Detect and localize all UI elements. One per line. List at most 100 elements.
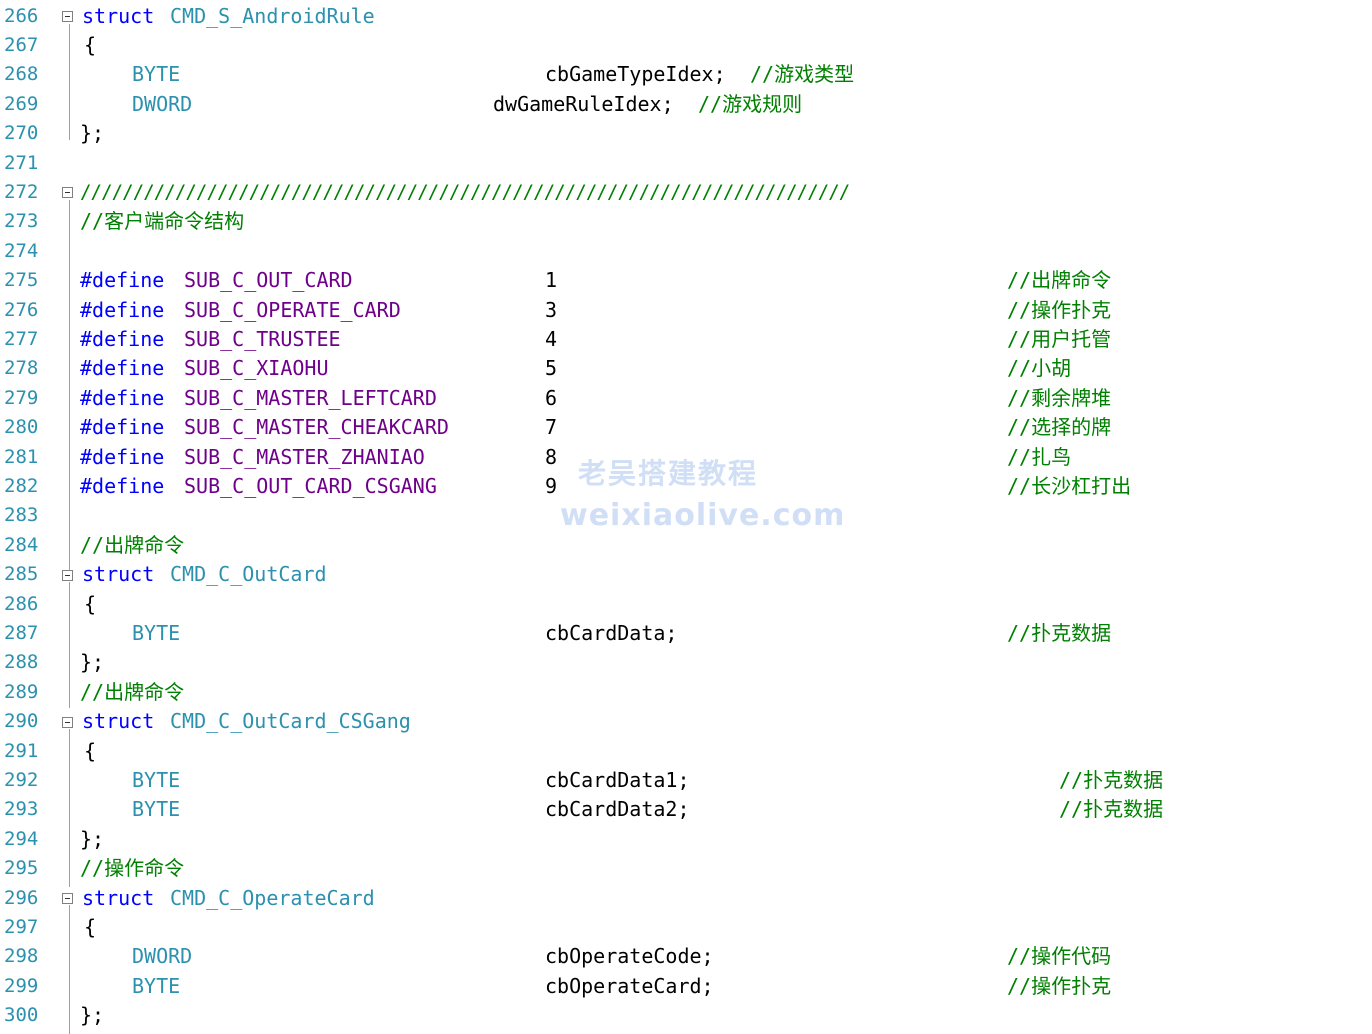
keyword-token: struct (82, 4, 155, 28)
line-number: 300 (4, 1004, 39, 1026)
directive-token: #define (80, 356, 165, 380)
code-comment: //扑克数据 (1059, 797, 1164, 821)
brace-token: }; (80, 827, 105, 851)
code-line[interactable]: #define SUB_C_TRUSTEE 4 //用户托管 (0, 325, 1372, 354)
line-number: 290 (4, 710, 39, 732)
code-line[interactable]: struct CMD_C_OutCard_CSGang (0, 707, 1372, 736)
code-comment: //用户托管 (1007, 327, 1112, 351)
code-line[interactable]: BYTE cbOperateCard; //操作扑克 (0, 972, 1372, 1001)
code-line[interactable]: }; (0, 825, 1372, 854)
macro-name: SUB_C_MASTER_LEFTCARD (184, 386, 437, 410)
macro-value: 9 (545, 474, 558, 498)
struct-name: CMD_C_OutCard_CSGang (170, 709, 411, 733)
type-token: BYTE (132, 62, 181, 86)
code-comment: //游戏类型 (750, 62, 855, 86)
code-line[interactable]: { (0, 590, 1372, 619)
macro-value: 8 (545, 445, 558, 469)
code-line[interactable]: DWORD cbOperateCode; //操作代码 (0, 942, 1372, 971)
line-number: 294 (4, 828, 39, 850)
fold-guide (69, 729, 70, 857)
fold-guide (69, 905, 70, 1034)
code-line[interactable]: //客户端命令结构 (0, 207, 1372, 236)
line-number: 274 (4, 240, 39, 262)
collapse-toggle-icon[interactable] (62, 570, 73, 581)
code-line[interactable]: //出牌命令 (0, 678, 1372, 707)
directive-token: #define (80, 386, 165, 410)
line-number: 266 (4, 5, 39, 27)
macro-value: 4 (545, 327, 558, 351)
collapse-toggle-icon[interactable] (62, 11, 73, 22)
line-number: 275 (4, 269, 39, 291)
code-line[interactable]: BYTE cbCardData1; //扑克数据 (0, 766, 1372, 795)
field-name: cbOperateCode; (545, 944, 714, 968)
code-line[interactable]: //出牌命令 (0, 531, 1372, 560)
line-number: 288 (4, 651, 39, 673)
code-line[interactable]: #define SUB_C_XIAOHU 5 //小胡 (0, 354, 1372, 383)
collapse-toggle-icon[interactable] (62, 187, 73, 198)
code-comment: ////////////////////////////////////////… (80, 181, 850, 203)
keyword-token: struct (82, 709, 155, 733)
code-line[interactable]: #define SUB_C_OPERATE_CARD 3 //操作扑克 (0, 296, 1372, 325)
code-line[interactable]: BYTE cbGameTypeIdex; //游戏类型 (0, 60, 1372, 89)
code-line[interactable]: ////////////////////////////////////////… (0, 178, 1372, 207)
code-line[interactable]: BYTE cbCardData; //扑克数据 (0, 619, 1372, 648)
code-line[interactable]: { (0, 737, 1372, 766)
line-number: 271 (4, 152, 39, 174)
fold-guide (69, 682, 70, 708)
code-line[interactable]: #define SUB_C_OUT_CARD_CSGANG 9 //长沙杠打出 (0, 472, 1372, 501)
code-line[interactable]: }; (0, 1001, 1372, 1030)
struct-name: CMD_C_OperateCard (170, 886, 375, 910)
code-comment: //选择的牌 (1007, 415, 1112, 439)
code-comment: //扎鸟 (1007, 445, 1072, 469)
directive-token: #define (80, 445, 165, 469)
macro-name: SUB_C_XIAOHU (184, 356, 329, 380)
directive-token: #define (80, 474, 165, 498)
line-number: 289 (4, 681, 39, 703)
code-line[interactable]: #define SUB_C_MASTER_LEFTCARD 6 //剩余牌堆 (0, 384, 1372, 413)
brace-token: }; (80, 650, 105, 674)
line-number: 284 (4, 534, 39, 556)
code-line[interactable]: DWORD dwGameRuleIdex; //游戏规则 (0, 90, 1372, 119)
brace-token: }; (80, 121, 105, 145)
type-token: BYTE (132, 621, 181, 645)
struct-name: CMD_C_OutCard (170, 562, 327, 586)
collapse-toggle-icon[interactable] (62, 893, 73, 904)
code-line[interactable]: { (0, 31, 1372, 60)
line-number: 293 (4, 798, 39, 820)
code-line[interactable]: #define SUB_C_MASTER_ZHANIAO 8 //扎鸟 (0, 443, 1372, 472)
macro-name: SUB_C_OUT_CARD_CSGANG (184, 474, 437, 498)
line-number: 295 (4, 857, 39, 879)
code-comment: //出牌命令 (1007, 268, 1112, 292)
code-comment: //小胡 (1007, 356, 1072, 380)
collapse-toggle-icon[interactable] (62, 717, 73, 728)
line-number: 285 (4, 563, 39, 585)
line-number: 268 (4, 63, 39, 85)
code-line[interactable]: struct CMD_C_OutCard (0, 560, 1372, 589)
code-line[interactable]: #define SUB_C_MASTER_CHEAKCARD 7 //选择的牌 (0, 413, 1372, 442)
line-number: 280 (4, 416, 39, 438)
code-line[interactable]: BYTE cbCardData2; //扑克数据 (0, 795, 1372, 824)
directive-token: #define (80, 415, 165, 439)
code-line[interactable]: struct CMD_S_AndroidRule (0, 2, 1372, 31)
fold-guide (69, 857, 70, 887)
line-number: 299 (4, 975, 39, 997)
line-number: 282 (4, 475, 39, 497)
code-line[interactable]: #define SUB_C_OUT_CARD 1 //出牌命令 (0, 266, 1372, 295)
line-number: 296 (4, 887, 39, 909)
code-comment: //出牌命令 (80, 680, 185, 704)
code-line[interactable]: }; (0, 119, 1372, 148)
brace-token: { (84, 739, 97, 763)
macro-value: 6 (545, 386, 558, 410)
macro-name: SUB_C_OPERATE_CARD (184, 298, 401, 322)
code-line[interactable]: struct CMD_C_OperateCard (0, 884, 1372, 913)
fold-guide (69, 200, 70, 250)
code-line[interactable]: { (0, 913, 1372, 942)
line-number: 292 (4, 769, 39, 791)
type-token: BYTE (132, 974, 181, 998)
line-number: 272 (4, 181, 39, 203)
type-token: BYTE (132, 797, 181, 821)
code-comment: //剩余牌堆 (1007, 386, 1112, 410)
code-line[interactable]: //操作命令 (0, 854, 1372, 883)
code-line[interactable]: }; (0, 648, 1372, 677)
